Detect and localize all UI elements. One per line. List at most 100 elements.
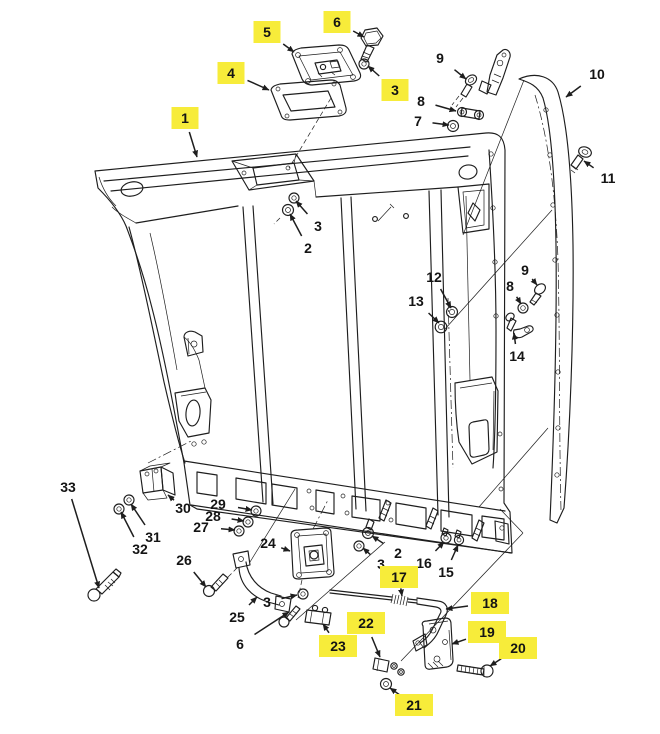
callout-label-10-8: 10 <box>589 66 605 82</box>
highlight-box-5-1 <box>253 21 281 43</box>
callout-leader-14-16 <box>511 332 518 345</box>
callout-leader-18-32 <box>445 605 469 612</box>
handle-25 <box>232 550 292 613</box>
callout-21-35: 21 <box>389 687 433 716</box>
nut-15 <box>453 534 465 546</box>
highlight-box-18-32 <box>471 592 509 614</box>
callout-label-23-37: 23 <box>330 638 346 654</box>
highlight-box-4-4 <box>217 62 245 84</box>
callout-leader-10-8 <box>565 85 582 98</box>
callout-label-29-21: 29 <box>210 496 226 512</box>
callout-18-32: 18 <box>445 592 509 614</box>
callout-label-6-2: 6 <box>333 14 341 30</box>
callout-label-2-11: 2 <box>304 240 312 256</box>
callout-10-8: 10 <box>565 66 605 98</box>
bolt-20 <box>456 664 494 678</box>
callout-33-17: 33 <box>60 479 100 589</box>
highlight-box-3-3 <box>381 79 409 101</box>
callout-5-1: 5 <box>253 21 295 53</box>
callouts-layer: 1563498710113212139814333031322928272624… <box>60 11 616 716</box>
callout-4-4: 4 <box>217 62 270 91</box>
callout-label-22-36: 22 <box>358 615 374 631</box>
left-stile-tab <box>183 330 204 357</box>
callout-leader-9-14 <box>530 278 538 286</box>
nut-7 <box>446 119 460 133</box>
callout-label-3-10: 3 <box>314 218 322 234</box>
callout-leader-27-23 <box>220 526 236 533</box>
callout-label-13-13: 13 <box>408 293 424 309</box>
highlight-box-20-34 <box>499 637 537 659</box>
main-panel <box>94 132 513 554</box>
callout-3-38: 3 <box>263 593 298 610</box>
callout-label-30-18: 30 <box>175 500 191 516</box>
callout-12-12: 12 <box>426 269 452 309</box>
side-rail <box>518 74 574 524</box>
callout-label-11-9: 11 <box>601 170 616 186</box>
callout-leader-19-33 <box>451 638 467 645</box>
callout-label-9-5: 9 <box>436 50 444 66</box>
callout-label-4-4: 4 <box>227 65 235 81</box>
callout-26-24: 26 <box>176 552 207 588</box>
callout-30-18: 30 <box>167 494 191 516</box>
callout-leader-24-25 <box>280 545 291 552</box>
highlight-box-22-36 <box>347 612 385 634</box>
screw-9-mid <box>529 283 547 306</box>
left-stile-pocket <box>174 336 212 447</box>
callout-3-28: 3 <box>362 547 385 572</box>
nut-3-bottom2 <box>297 588 309 600</box>
callout-leader-2-11 <box>289 213 303 237</box>
callout-leader-15-30 <box>450 544 459 561</box>
callout-24-25: 24 <box>260 535 291 552</box>
callout-leader-32-20 <box>120 511 135 538</box>
right-stile-pocket <box>454 376 504 492</box>
callout-label-6-39: 6 <box>236 636 244 652</box>
callout-label-21-35: 21 <box>406 697 422 713</box>
callout-leader-3-3 <box>367 65 380 77</box>
callout-label-16-29: 16 <box>416 555 432 571</box>
washer-12 <box>445 305 459 319</box>
callout-label-17-31: 17 <box>391 569 407 585</box>
callout-leader-33-17 <box>70 498 100 589</box>
latch-catch <box>478 48 511 96</box>
nut-2-bottom <box>361 526 375 540</box>
callout-label-3-28: 3 <box>377 556 385 572</box>
callout-label-27-23: 27 <box>193 519 209 535</box>
callout-3-10: 3 <box>295 200 322 234</box>
callout-label-1-0: 1 <box>181 110 189 126</box>
highlight-box-1-0 <box>171 107 199 129</box>
callout-leader-30-18 <box>167 494 175 502</box>
callout-13-13: 13 <box>408 293 440 324</box>
callout-6-39: 6 <box>236 611 290 652</box>
callout-label-2-27: 2 <box>394 545 402 561</box>
callout-label-3-38: 3 <box>263 594 271 610</box>
link-8-top <box>456 106 485 121</box>
callout-27-23: 27 <box>193 519 236 535</box>
highlight-box-17-31 <box>380 566 418 588</box>
callout-label-19-33: 19 <box>479 624 495 640</box>
callout-31-19: 31 <box>130 503 161 545</box>
callout-label-8-15: 8 <box>506 278 514 294</box>
highlight-box-23-37 <box>319 635 357 657</box>
hinge-14 <box>505 312 534 339</box>
callout-leader-9-5 <box>454 69 467 80</box>
callout-label-32-20: 32 <box>132 541 148 557</box>
callout-20-34: 20 <box>489 637 537 667</box>
callout-label-15-30: 15 <box>438 564 454 580</box>
callout-leader-16-29 <box>434 541 445 552</box>
nuts-27-28-29 <box>233 505 262 537</box>
screw-9-top <box>451 74 478 108</box>
callout-label-26-24: 26 <box>176 552 192 568</box>
callout-label-33-17: 33 <box>60 479 76 495</box>
callout-8-6: 8 <box>417 93 457 113</box>
callout-22-36: 22 <box>347 612 385 658</box>
callout-1-0: 1 <box>171 107 199 158</box>
callout-7-7: 7 <box>414 113 450 129</box>
callout-leader-12-12 <box>439 288 452 309</box>
callout-8-15: 8 <box>506 278 522 305</box>
screw-6 <box>360 27 384 63</box>
callout-leader-6-2 <box>352 30 365 38</box>
recessed-latch-opening <box>231 153 317 198</box>
callout-label-14-16: 14 <box>509 348 525 364</box>
nut-13 <box>434 320 448 334</box>
callout-leader-3-28 <box>362 547 371 555</box>
